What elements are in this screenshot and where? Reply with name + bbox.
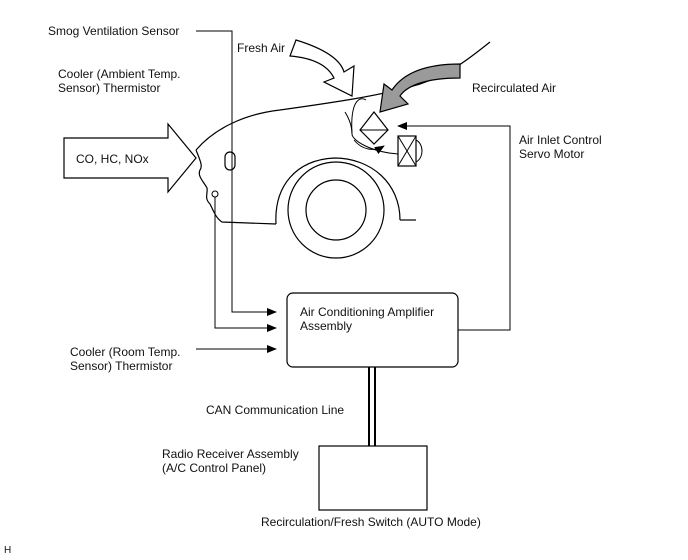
radio-receiver-label-2: (A/C Control Panel): [162, 461, 266, 475]
ambient-thermistor-label-1: Cooler (Ambient Temp.: [58, 67, 181, 81]
room-thermistor-label-1: Cooler (Room Temp.: [70, 345, 180, 359]
amplifier-label-1: Air Conditioning Amplifier: [300, 305, 434, 319]
servo-motor-label-1: Air Inlet Control: [519, 133, 602, 147]
ambient-thermistor-dot: [211, 190, 219, 198]
radio-receiver-box: [318, 445, 428, 511]
pollutant-arrow: [63, 122, 197, 194]
can-line-label: CAN Communication Line: [206, 403, 344, 417]
room-thermistor-label-2: Sensor) Thermistor: [70, 359, 172, 373]
amplifier-label-2: Assembly: [300, 319, 352, 333]
servo-motor-box: [397, 135, 423, 167]
can-communication-line: [368, 367, 376, 446]
servo-motor-label-2: Servo Motor: [519, 147, 584, 161]
corner-mark: H: [4, 545, 11, 556]
smog-sensor-wire: [196, 30, 277, 316]
radio-receiver-label-1: Radio Receiver Assembly: [162, 447, 299, 461]
fresh-air-label: Fresh Air: [237, 41, 285, 55]
switch-label: Recirculation/Fresh Switch (AUTO Mode): [261, 515, 481, 529]
amplifier-box: [286, 292, 459, 368]
recirculated-air-arrow: [379, 63, 461, 113]
air-inlet-damper: [353, 111, 389, 155]
fresh-air-arrow: [289, 39, 355, 97]
servo-control-wire: [397, 122, 511, 331]
recirculated-air-label: Recirculated Air: [472, 81, 556, 95]
ambient-thermistor-label-2: Sensor) Thermistor: [58, 81, 160, 95]
smog-sensor-label: Smog Ventilation Sensor: [48, 24, 179, 38]
smog-sensor-capsule: [224, 151, 236, 171]
pollutants-label: CO, HC, NOx: [76, 152, 149, 166]
ambient-thermistor-wire: [214, 197, 277, 332]
